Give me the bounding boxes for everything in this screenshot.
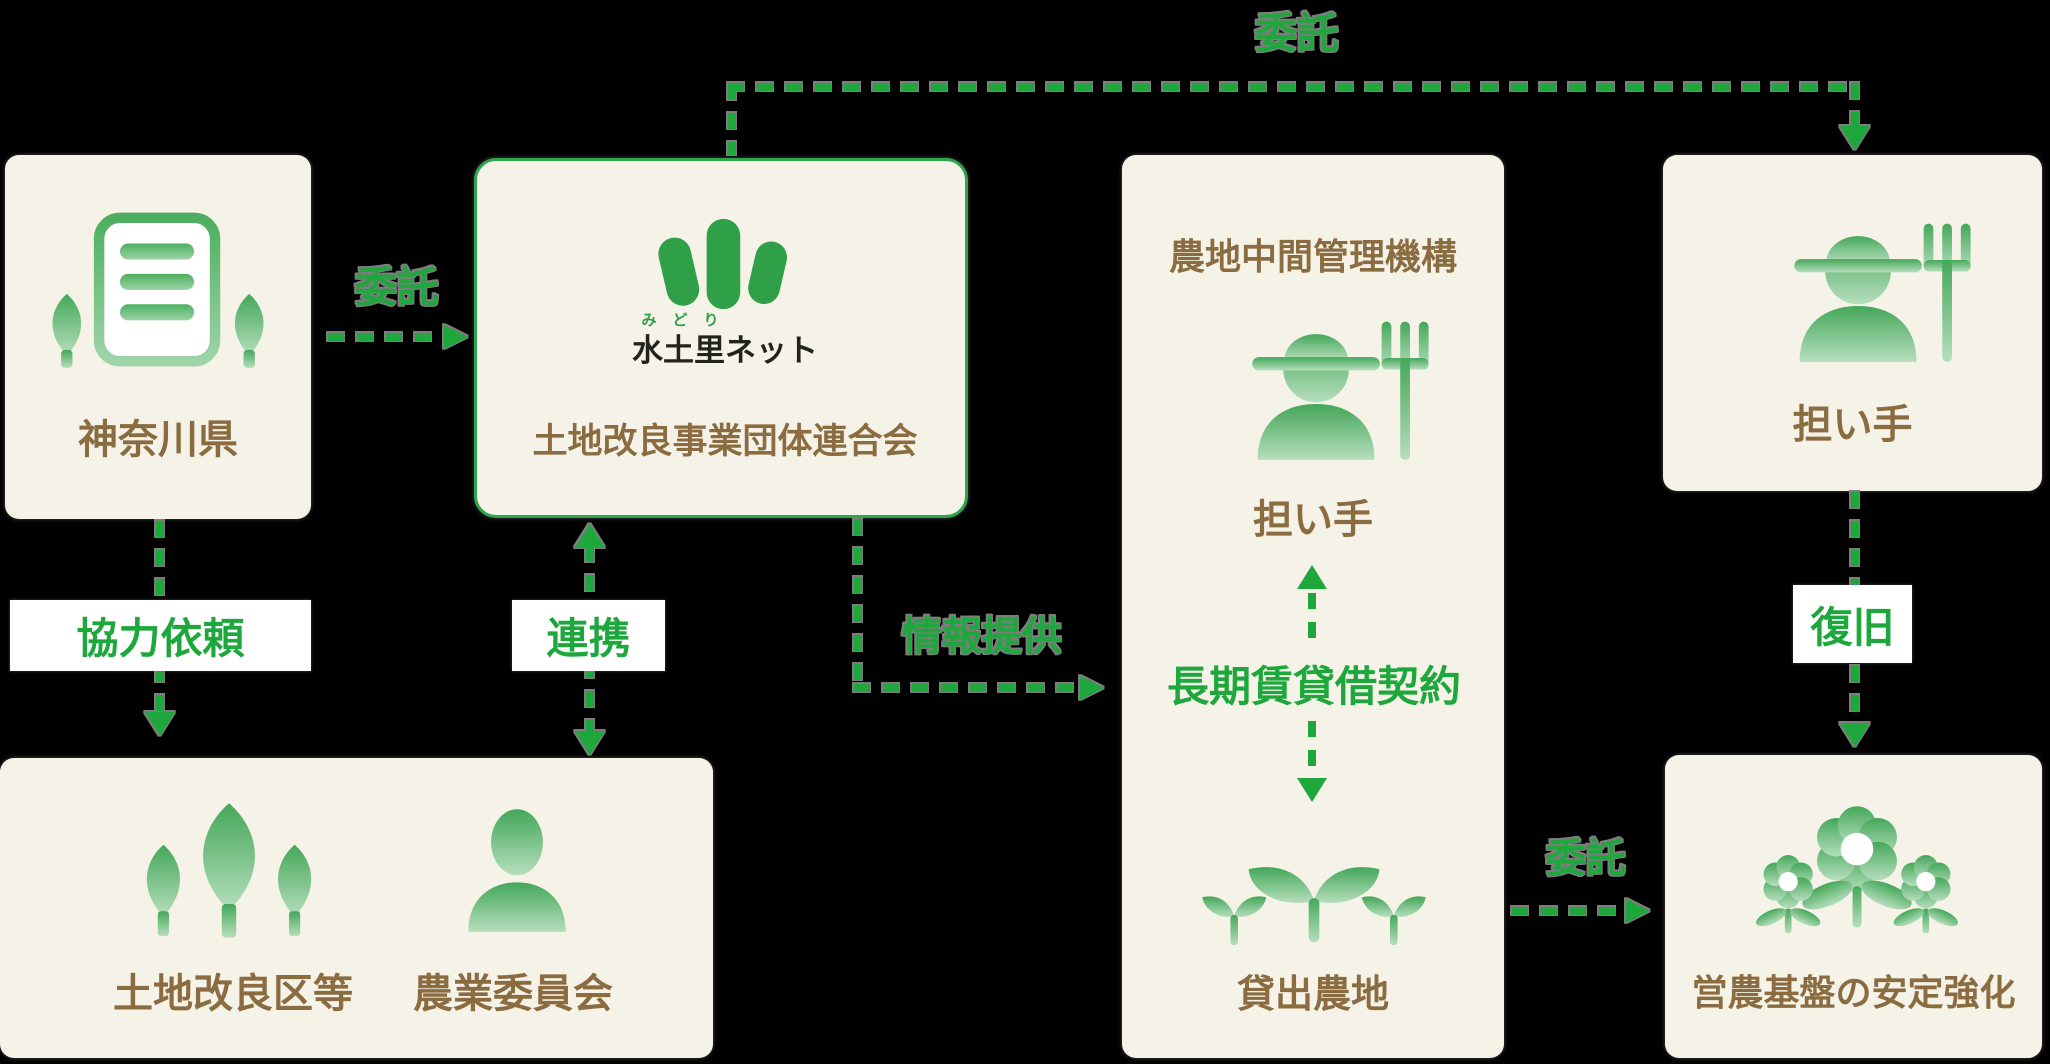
jouhou-dash-horizontal <box>854 684 1082 692</box>
bottom-itaku-label: 委託 <box>1546 837 1626 881</box>
bottom-left-label-nougyouiinkai: 農業委員会 <box>413 972 613 1016</box>
renkei-arrowhead-up-icon <box>575 524 605 548</box>
bottom-right-label: 営農基盤の安定強化 <box>1691 972 2016 1013</box>
government-building-icon <box>44 212 272 369</box>
midori-net-logo <box>652 216 792 312</box>
trees-icon <box>133 800 325 944</box>
flowers-icon <box>1746 806 1968 947</box>
choki-label: 長期賃貸借契約 <box>1166 663 1461 710</box>
jouhou-dash-vertical <box>854 519 862 686</box>
box-bottom-left <box>0 758 713 1058</box>
farmer-icon <box>1789 220 1975 362</box>
renkei-label: 連携 <box>512 600 665 671</box>
kanagawa-label: 神奈川県 <box>78 418 238 462</box>
bottom-left-label-tochikairyoku: 土地改良区等 <box>113 972 353 1016</box>
top-itaku-label: 委託 <box>1254 10 1339 57</box>
jouhou-label: 情報提供 <box>902 615 1062 659</box>
ninaite-label: 担い手 <box>1792 403 1913 447</box>
rengoukai-label: 土地改良事業団体連合会 <box>532 422 918 461</box>
choki-dash-lower <box>1308 721 1316 776</box>
fukkyuu-arrowhead-icon <box>1840 723 1870 747</box>
top-itaku-dash-left <box>728 84 736 155</box>
kikou-farmland-label: 貸出農地 <box>1236 974 1389 1016</box>
choki-dash-upper <box>1308 593 1316 651</box>
logo-text: 水土里ネット <box>632 333 818 368</box>
top-itaku-arrowhead-icon <box>1840 126 1870 150</box>
logo-furigana: みどり <box>641 312 735 329</box>
top-itaku-dash <box>728 83 1855 91</box>
choki-arrowhead-down-icon <box>1297 778 1327 802</box>
renkei-arrowhead-down-icon <box>575 731 605 755</box>
left-itaku-arrowhead-icon <box>444 325 468 349</box>
kyouryoku-label: 協力依頼 <box>10 600 311 671</box>
top-itaku-dash-right <box>1851 83 1859 131</box>
kikou-title: 農地中間管理機構 <box>1168 236 1457 277</box>
jouhou-arrowhead-icon <box>1080 676 1104 700</box>
farmer-icon <box>1247 318 1433 460</box>
kikou-farmer-label: 担い手 <box>1253 498 1373 542</box>
choki-arrowhead-up-icon <box>1297 565 1327 589</box>
left-itaku-dash <box>328 333 444 341</box>
bottom-itaku-arrowhead-icon <box>1626 899 1650 923</box>
box-rengoukai <box>474 158 968 518</box>
sprouts-icon <box>1200 860 1428 959</box>
person-icon <box>462 806 572 932</box>
kyouryoku-arrowhead-icon <box>145 712 175 736</box>
left-itaku-label: 委託 <box>354 264 439 311</box>
bottom-itaku-dash <box>1512 907 1628 915</box>
fukkyuu-label: 復旧 <box>1793 585 1912 663</box>
